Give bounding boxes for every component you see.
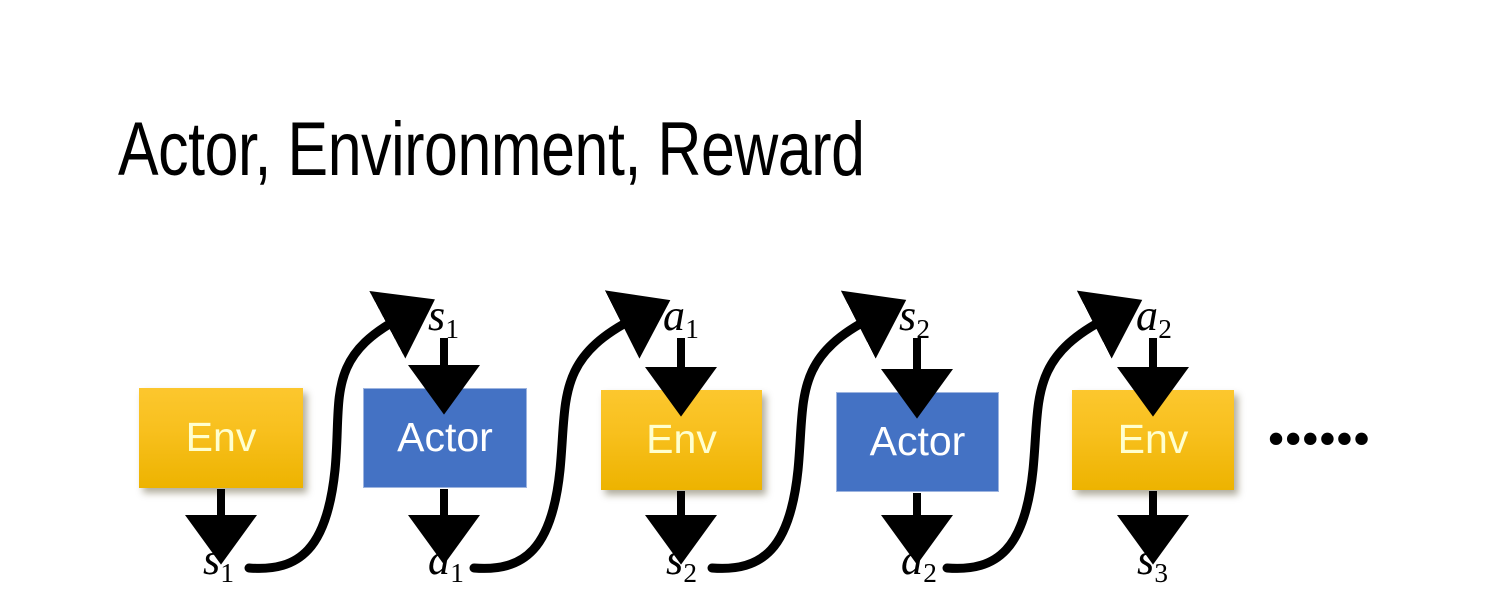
var-subscript: 1 <box>445 314 460 345</box>
label-bottom-a1: a1 <box>428 538 464 587</box>
var-base: s <box>666 535 684 584</box>
node-env-1[interactable]: Env <box>139 388 303 488</box>
var-base: a <box>901 535 923 584</box>
var-subscript: 1 <box>220 558 235 589</box>
label-bottom-a2: a2 <box>901 538 937 587</box>
label-top-s2: s2 <box>899 294 930 343</box>
label-top-s1: s1 <box>428 294 459 343</box>
label-bottom-s1: s1 <box>203 538 234 587</box>
node-label: Actor <box>869 417 966 464</box>
node-label: Env <box>1117 415 1189 462</box>
node-env-2[interactable]: Env <box>601 390 762 490</box>
var-base: a <box>1136 291 1158 340</box>
var-subscript: 2 <box>1158 314 1172 345</box>
var-subscript: 2 <box>683 558 698 589</box>
node-label: Actor <box>397 413 493 460</box>
node-actor-1[interactable]: Actor <box>363 388 527 488</box>
node-label: Env <box>646 415 717 462</box>
var-subscript: 1 <box>685 314 699 345</box>
var-base: s <box>203 535 221 584</box>
var-base: a <box>428 535 450 584</box>
node-label: Env <box>185 413 257 460</box>
var-base: s <box>1137 535 1155 584</box>
label-top-a2: a2 <box>1136 294 1172 343</box>
var-subscript: 1 <box>450 558 464 589</box>
var-subscript: 3 <box>1154 558 1169 589</box>
ellipsis-icon: •••••• <box>1268 413 1371 464</box>
label-top-a1: a1 <box>663 294 699 343</box>
node-env-3[interactable]: Env <box>1072 390 1234 490</box>
label-bottom-s3: s3 <box>1137 538 1168 587</box>
var-base: a <box>663 291 685 340</box>
var-subscript: 2 <box>923 558 937 589</box>
var-base: s <box>428 291 446 340</box>
page-title: Actor, Environment, Reward <box>118 107 865 192</box>
node-actor-2[interactable]: Actor <box>836 392 999 492</box>
var-subscript: 2 <box>916 314 931 345</box>
var-base: s <box>899 291 917 340</box>
label-bottom-s2: s2 <box>666 538 697 587</box>
